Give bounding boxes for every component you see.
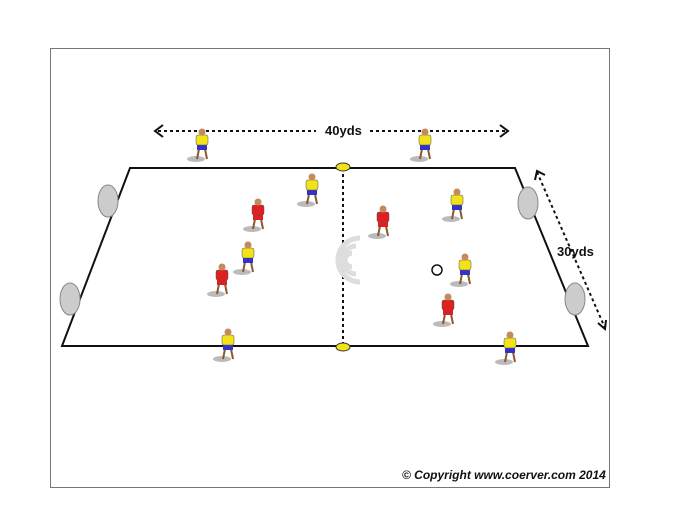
ball [431,264,443,276]
cone-top [335,162,351,172]
yellow-player [297,173,319,207]
red-player [368,205,390,239]
yellow-player [213,328,235,362]
yellow-player [495,331,517,365]
red-player [243,198,265,232]
coerver-logo [335,235,361,285]
pitch [60,167,590,347]
yellow-player [450,253,472,287]
depth-arrow [536,171,606,329]
red-player [433,293,455,327]
depth-label: 30yds [557,244,594,259]
copyright: © Copyright www.coerver.com 2014 [402,468,606,482]
arrowheads [153,124,510,138]
cone-bottom [335,342,351,352]
yellow-player [410,128,432,162]
width-label: 40yds [325,123,362,138]
yellow-player [233,241,255,275]
goals [59,184,586,316]
yellow-player [442,188,464,222]
yellow-player [187,128,209,162]
depth-arrowheads [534,169,607,331]
red-player [207,263,229,297]
diagram-frame [50,48,610,488]
